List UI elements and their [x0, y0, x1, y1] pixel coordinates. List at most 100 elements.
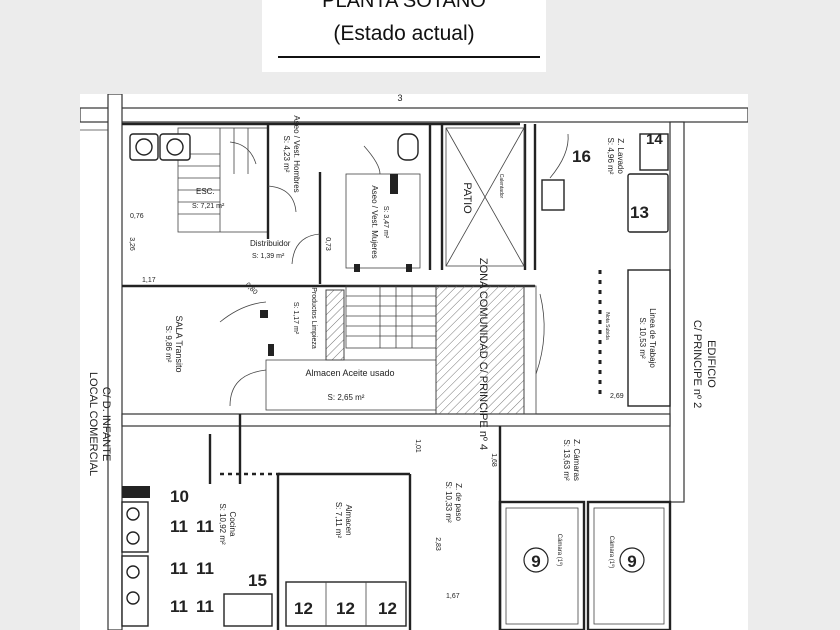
z-camaras-label: Z. Cámaras S: 13,63 m²: [562, 439, 581, 481]
svg-text:S: 10,33 m²: S: 10,33 m²: [444, 481, 453, 523]
aseo-mujeres-label: Aseo / Vest. Mujeres S: 3,47 m²: [370, 185, 389, 258]
plan-title: PLANTA SÓTANO: [322, 0, 486, 12]
top-dimension: 3: [397, 94, 402, 103]
cocina-equipment: [121, 472, 280, 627]
svg-text:S: 4,96 m²: S: 4,96 m²: [606, 138, 615, 175]
svg-text:ZONA COMUNIDAD C/ PRINCIPE nº: ZONA COMUNIDAD C/ PRINCIPE nº 4: [477, 258, 489, 450]
svg-text:Z. Cámaras: Z. Cámaras: [572, 439, 581, 481]
marker-9a: 9: [523, 547, 549, 573]
item-11b: 11: [170, 559, 188, 578]
item-12c: 12: [378, 599, 397, 618]
svg-text:S: 10,53 m²: S: 10,53 m²: [638, 317, 647, 359]
zona-comunidad-label: ZONA COMUNIDAD C/ PRINCIPE nº 4: [477, 258, 489, 450]
svg-text:1,01: 1,01: [414, 439, 421, 453]
local-comercial-label: LOCAL COMERCIAL C/ D. INFANTE: [87, 372, 112, 476]
title-card: PLANTA SÓTANO (Estado actual): [262, 0, 546, 72]
svg-text:S: 13,63 m²: S: 13,63 m²: [562, 439, 571, 481]
middle-wall: [121, 413, 671, 427]
title-underline: [278, 56, 540, 58]
svg-text:9: 9: [627, 552, 636, 571]
svg-text:S: 10,92 m²: S: 10,92 m²: [218, 503, 227, 545]
svg-text:Productos Limpieza: Productos Limpieza: [310, 287, 317, 349]
svg-text:SALA Transito: SALA Transito: [174, 315, 184, 372]
svg-text:Cámara (1º): Cámara (1º): [608, 536, 615, 569]
camaras: [498, 500, 672, 630]
dim-1-67: 1,67: [446, 593, 460, 600]
svg-text:PATIO: PATIO: [461, 182, 473, 214]
svg-text:Z. de paso: Z. de paso: [454, 483, 463, 521]
dim-0-80: 0,80: [244, 282, 259, 297]
item-11e: 11: [196, 559, 214, 578]
right-wall: [669, 121, 685, 503]
svg-text:3,26: 3,26: [128, 237, 135, 251]
svg-text:S: 1,17 m²: S: 1,17 m²: [292, 302, 299, 335]
distribuidor-label: Distribuidor: [250, 239, 291, 248]
doors: [219, 133, 569, 375]
z-lavado-label: Z. Lavado S: 4,96 m²: [606, 138, 625, 175]
item-12b: 12: [336, 599, 355, 618]
almacen-aceite-area: [229, 359, 437, 411]
dim-1-17: 1,17: [142, 277, 156, 284]
dim-2-83: 2,83: [434, 537, 441, 551]
svg-text:0,73: 0,73: [324, 237, 331, 251]
camara-1-label: Cámara (1º): [556, 534, 563, 567]
dim-1-68: 1,68: [490, 453, 497, 467]
item-10: 10: [170, 487, 189, 506]
productos-limpieza-area: [260, 289, 345, 361]
svg-text:S: 7,11 m²: S: 7,11 m²: [334, 502, 343, 539]
svg-text:Almacen: Almacen: [344, 504, 353, 535]
almacen-label: Almacen S: 7,11 m²: [334, 502, 353, 539]
staircase: [177, 127, 269, 233]
z-paso-label: Z. de paso S: 10,33 m²: [444, 481, 463, 523]
svg-text:Aseo / Vest. Hombres: Aseo / Vest. Hombres: [292, 115, 301, 192]
svg-text:S: 9,86 m²: S: 9,86 m²: [164, 326, 173, 363]
svg-text:Aseo / Vest. Mujeres: Aseo / Vest. Mujeres: [370, 185, 379, 258]
item-11f: 11: [196, 597, 214, 616]
exterior-walls: [80, 94, 748, 630]
dim-3-26: 3,26: [128, 237, 135, 251]
washing-machines: [129, 133, 191, 161]
item-11d: 11: [196, 517, 214, 536]
aseo-hombres-label: Aseo / Vest. Hombres S: 4,23 m²: [282, 115, 301, 192]
edificio-label: EDIFICIO C/ PRINCIPE nº 2: [691, 320, 717, 408]
esc-area: S: 7,21 m²: [192, 203, 225, 210]
svg-text:9: 9: [531, 552, 540, 571]
svg-text:Linea de Trabajo: Linea de Trabajo: [648, 308, 657, 368]
patio-area: [445, 127, 525, 267]
svg-text:Nota Subida: Nota Subida: [604, 312, 610, 340]
floor-plan-drawing: 3 Aseo / Vest. Hombres S: 4,23 m² ESC. S…: [80, 94, 748, 630]
z-lavado-fixtures: [541, 133, 669, 233]
dim-2-69: 2,69: [610, 393, 624, 400]
dim-0-76: 0,76: [130, 213, 144, 220]
aseo-mujeres-fixtures: [345, 133, 421, 272]
patio-label: PATIO: [461, 182, 473, 214]
item-16: 16: [572, 147, 591, 166]
linea-trabajo-counter: [598, 269, 671, 407]
esc-label: ESC.: [196, 187, 215, 196]
almacen-aceite-area: S: 2,65 m²: [328, 393, 365, 402]
almacen-shelves: [285, 581, 407, 627]
svg-text:2,83: 2,83: [434, 537, 441, 551]
item-14: 14: [646, 131, 663, 148]
linea-trabajo-label: Linea de Trabajo S: 10,53 m²: [638, 308, 657, 368]
item-13: 13: [630, 203, 649, 222]
productos-limpieza-label: Productos Limpieza S: 1,17 m²: [292, 287, 317, 349]
camara-2-label: Cámara (1º): [608, 536, 615, 569]
sala-transito-label: SALA Transito S: 9,86 m²: [164, 315, 184, 372]
zona-comunidad: [345, 285, 537, 415]
svg-text:EDIFICIO: EDIFICIO: [705, 340, 717, 388]
svg-text:Calentador: Calentador: [498, 174, 504, 199]
svg-text:Cocina: Cocina: [228, 512, 237, 537]
plan-subtitle: (Estado actual): [333, 22, 475, 45]
item-12a: 12: [294, 599, 313, 618]
svg-text:S: 4,23 m²: S: 4,23 m²: [282, 136, 291, 173]
floor-plan-sheet: 3 Aseo / Vest. Hombres S: 4,23 m² ESC. S…: [80, 94, 748, 630]
svg-text:S: 3,47 m²: S: 3,47 m²: [382, 206, 389, 239]
svg-text:C/ PRINCIPE nº 2: C/ PRINCIPE nº 2: [691, 320, 703, 408]
item-11a: 11: [170, 517, 188, 536]
svg-text:Cámara (1º): Cámara (1º): [556, 534, 563, 567]
svg-text:0,80: 0,80: [244, 282, 259, 297]
nota-label: Nota Subida: [604, 312, 610, 340]
dim-0-73: 0,73: [324, 237, 331, 251]
dim-1-01: 1,01: [414, 439, 421, 453]
